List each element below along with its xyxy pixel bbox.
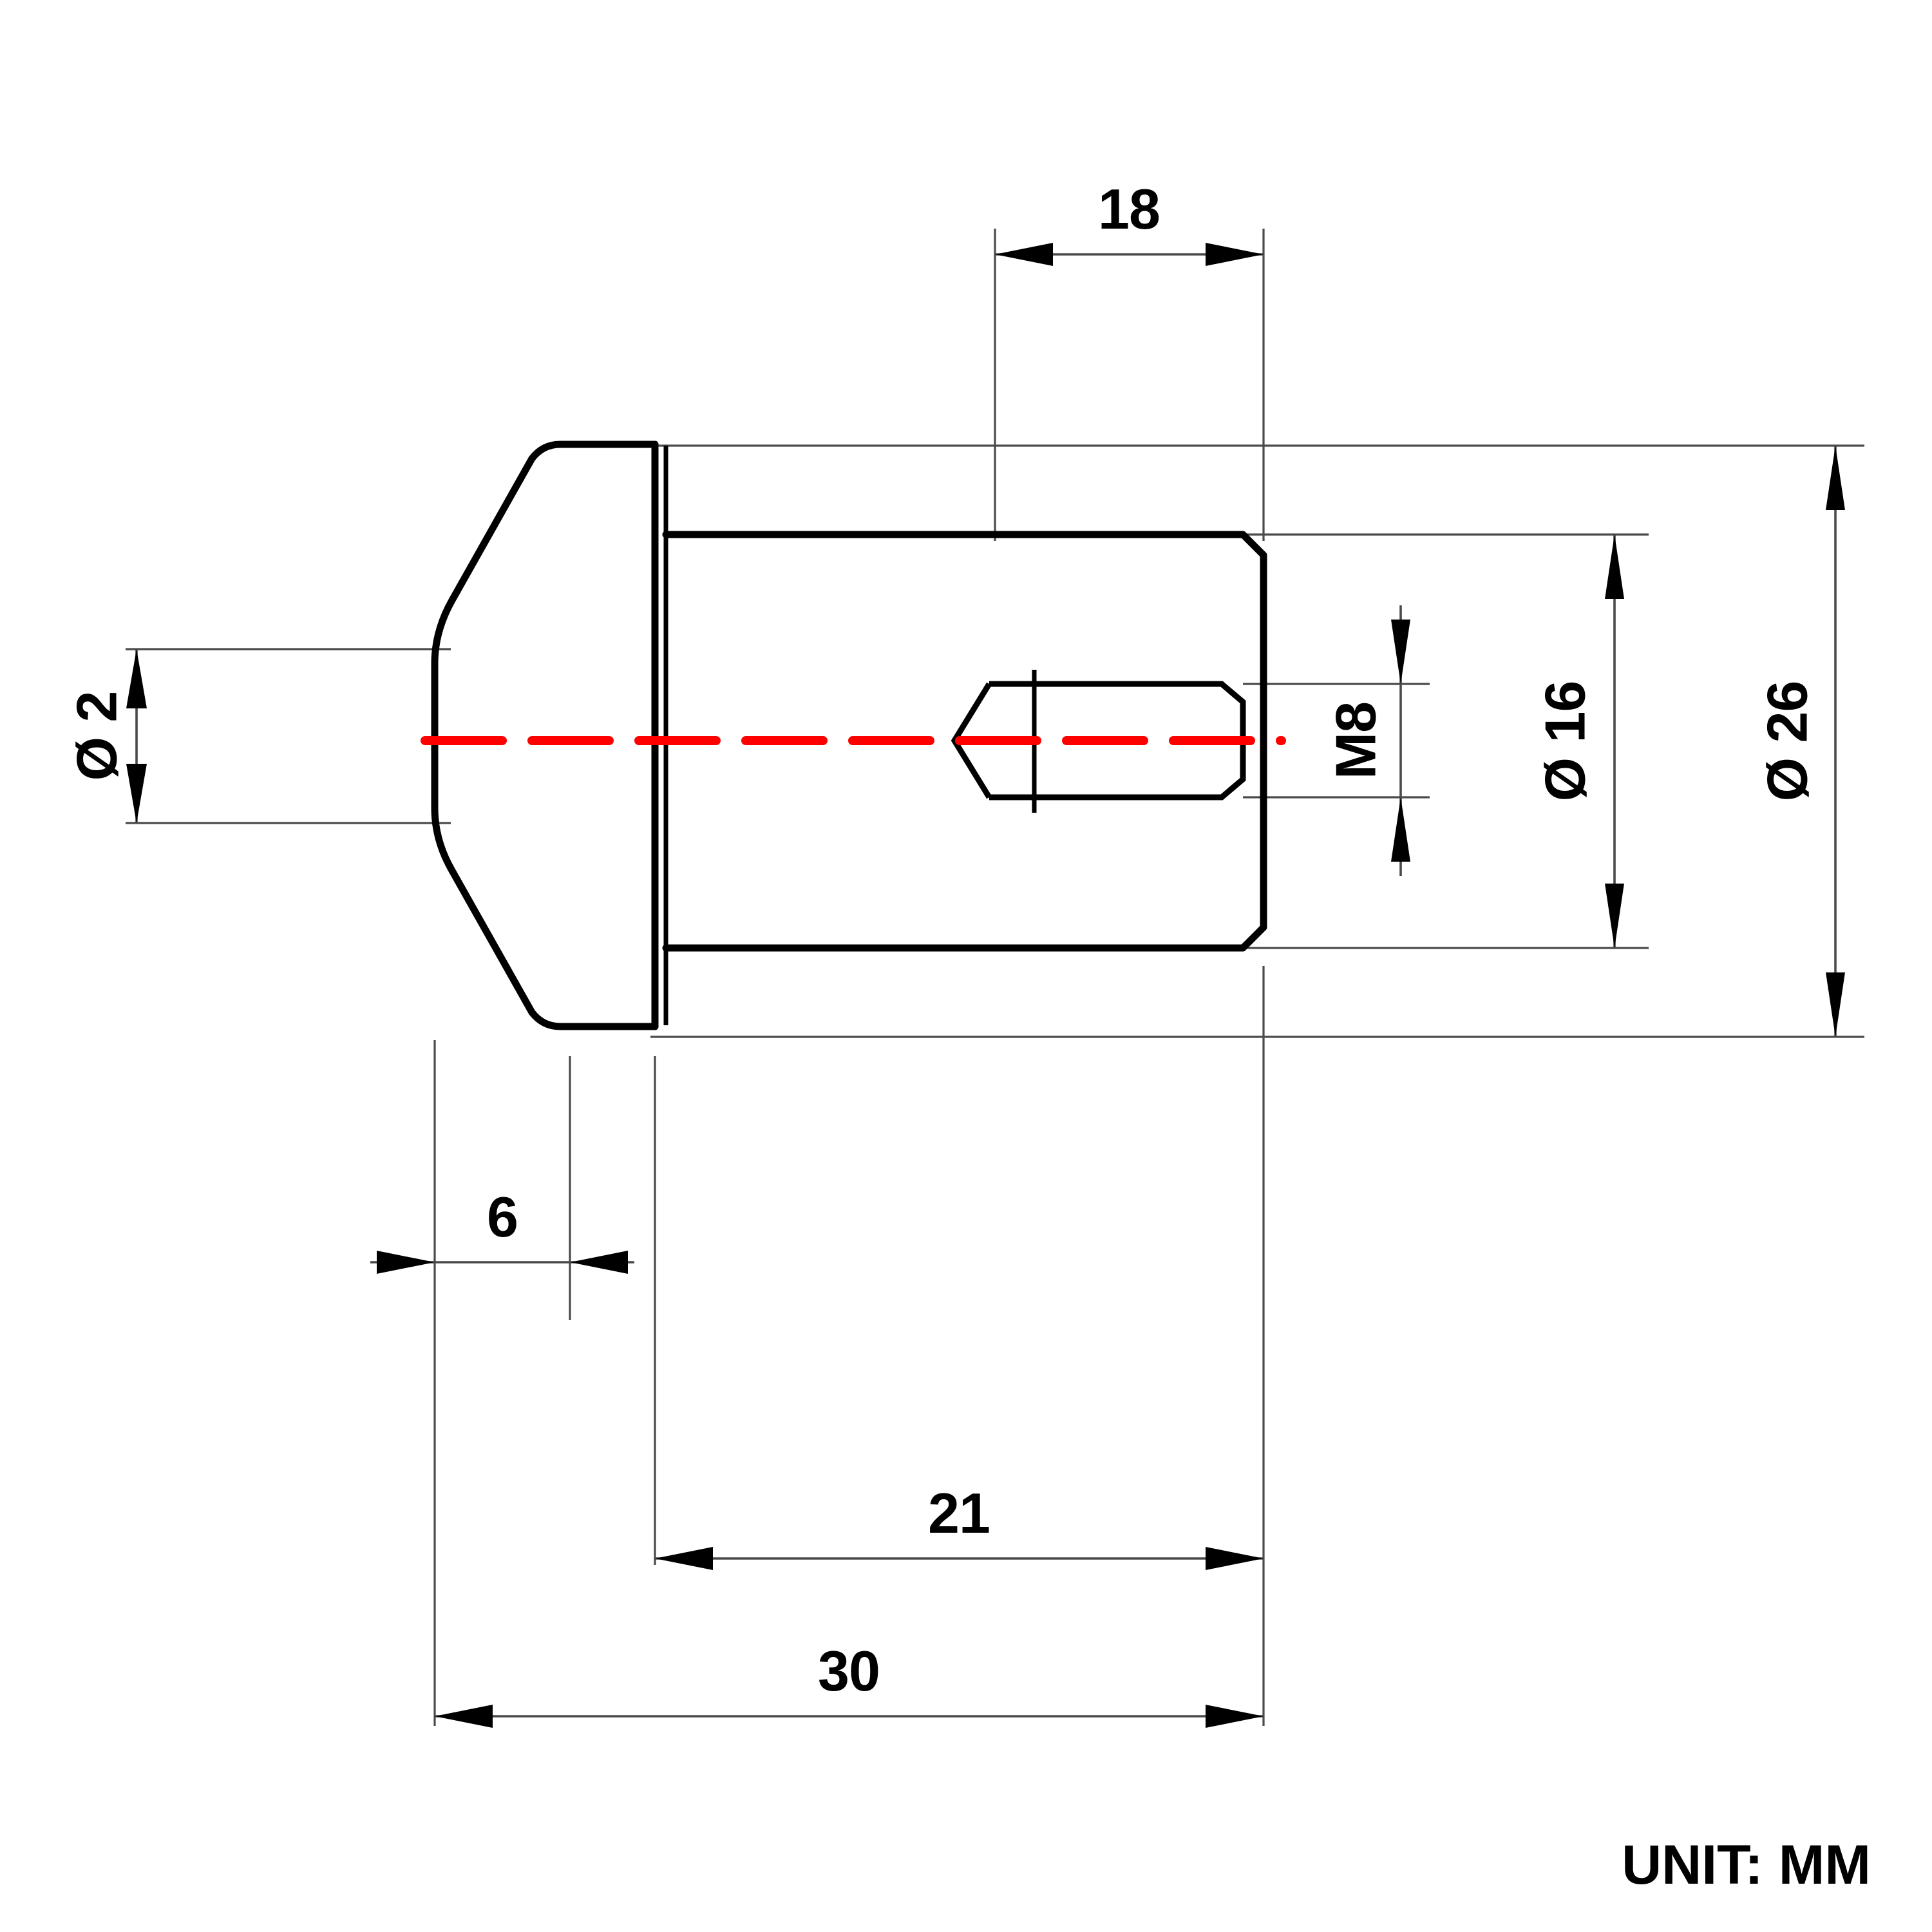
dimension-head-diameter-26: Ø 26	[1756, 446, 1845, 1037]
dimension-thread-spec-m8: M8	[1324, 605, 1410, 876]
part-cross-section-outline	[431, 440, 1267, 1030]
dimension-tip-diameter-2: Ø 2	[65, 649, 147, 823]
body-cylinder-profile	[662, 531, 1267, 952]
drill-point-cone	[951, 682, 992, 799]
dimension-label-30: 30	[818, 1639, 880, 1703]
dimension-label-head-diameter: Ø 26	[1756, 681, 1819, 802]
dimension-head-thickness-6: 6	[370, 1185, 634, 1274]
dimension-label-body-diameter: Ø 16	[1533, 681, 1597, 802]
dimension-overall-length-30: 30	[435, 1639, 1264, 1728]
dimension-label-18: 18	[1098, 177, 1160, 241]
dimension-body-diameter-16: Ø 16	[1533, 535, 1624, 948]
dimension-thread-length-18: 18	[995, 177, 1264, 266]
dimension-label-m8: M8	[1324, 702, 1388, 779]
dimension-label-6: 6	[487, 1185, 518, 1249]
dimension-label-tip-diameter: Ø 2	[65, 692, 129, 781]
extension-lines	[126, 229, 1864, 1726]
head-dome-profile	[431, 440, 659, 1030]
dimension-label-21: 21	[928, 1481, 990, 1545]
dimension-body-length-21: 21	[655, 1481, 1264, 1570]
unit-note: UNIT: MM	[1622, 1834, 1871, 1896]
